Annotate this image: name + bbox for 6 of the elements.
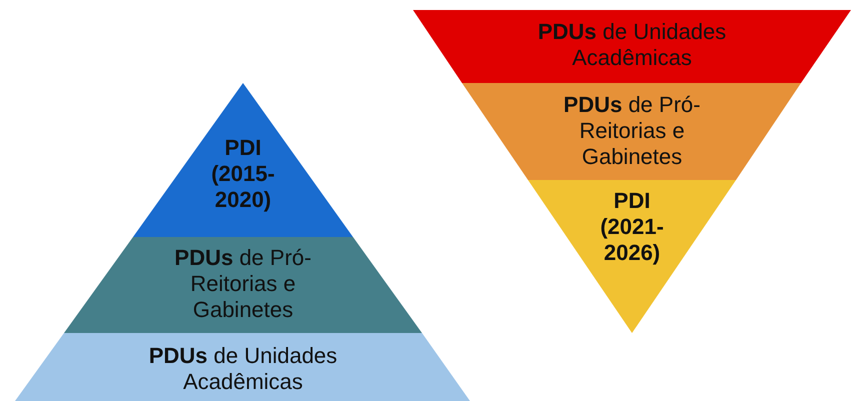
tier-label: PDI (2015-2020) <box>210 135 276 213</box>
tier-label: PDI (2021-2026) <box>599 188 665 266</box>
tier-label: PDUs de Unidades Acadêmicas <box>148 343 338 395</box>
tier-label: PDUs de Pró-Reitorias e Gabinetes <box>174 245 312 323</box>
tier-label: PDUs de Pró-Reitorias e Gabinetes <box>562 92 702 170</box>
tier-label: PDUs de Unidades Acadêmicas <box>536 19 728 71</box>
